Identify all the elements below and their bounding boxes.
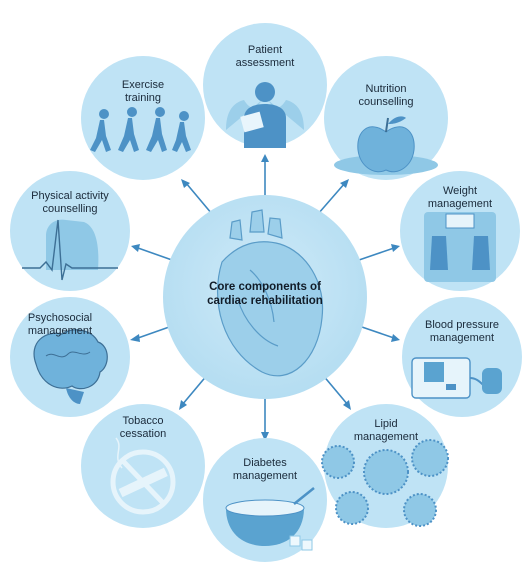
label-weight-management: Weight management bbox=[427, 185, 493, 210]
sugar-bowl-icon bbox=[225, 487, 315, 551]
node-patient-assessment bbox=[203, 23, 327, 148]
node-lipid-management bbox=[321, 404, 449, 528]
node-exercise-training bbox=[81, 56, 205, 180]
node-physical-activity-counselling bbox=[10, 171, 130, 291]
node-blood-pressure-management bbox=[402, 297, 522, 417]
ecg-icon bbox=[22, 219, 118, 281]
label-tobacco-cessation: Tobacco cessation bbox=[119, 415, 167, 440]
label-physical-activity-counselling: Physical activity counselling bbox=[31, 190, 109, 215]
label-nutrition-counselling: Nutrition counselling bbox=[358, 83, 414, 108]
runners-icon bbox=[90, 107, 191, 152]
brain-icon bbox=[33, 329, 108, 404]
label-patient-assessment: Patient assessment bbox=[235, 44, 295, 69]
no-smoking-icon bbox=[110, 437, 176, 515]
connector-arrows bbox=[130, 154, 400, 441]
node-weight-management bbox=[400, 171, 520, 291]
center-circle bbox=[163, 195, 367, 399]
label-blood-pressure-management: Blood pressure management bbox=[425, 319, 499, 344]
label-diabetes-management: Diabetes management bbox=[232, 457, 298, 482]
node-psychosocial-management bbox=[10, 297, 130, 417]
lipid-icon bbox=[321, 439, 449, 527]
bp-monitor-icon bbox=[411, 357, 502, 399]
patient-icon bbox=[226, 82, 304, 148]
scale-icon bbox=[424, 212, 496, 282]
node-diabetes-management bbox=[203, 438, 327, 562]
node-nutrition-counselling bbox=[324, 56, 448, 180]
heart-icon bbox=[216, 209, 324, 377]
center-title: Core components of cardiac rehabilitatio… bbox=[207, 281, 323, 307]
node-tobacco-cessation bbox=[81, 404, 205, 528]
label-lipid-management: Lipid management bbox=[353, 418, 419, 443]
label-psychosocial-management: Psychosocial management bbox=[27, 312, 93, 337]
label-exercise-training: Exercise training bbox=[121, 79, 165, 104]
apple-icon bbox=[357, 116, 415, 173]
